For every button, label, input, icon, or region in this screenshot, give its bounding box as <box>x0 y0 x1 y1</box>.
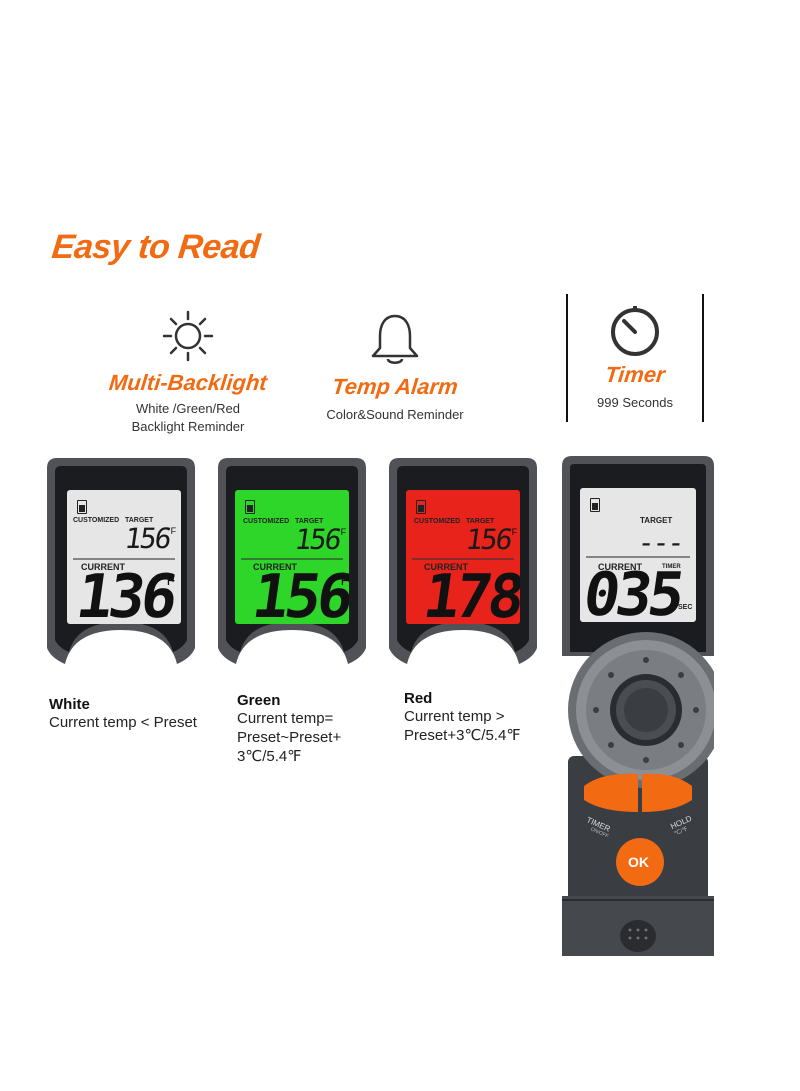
divider-right <box>702 294 704 422</box>
caption-body-green-3: 3℃/5.4℉ <box>237 748 302 765</box>
lcd-green: CUSTOMIZED TARGET 156 °F CURRENT 156 °F <box>235 490 349 624</box>
current-label: CURRENT <box>598 562 642 572</box>
ok-button[interactable]: OK <box>628 854 649 870</box>
target-label: TARGET <box>295 518 324 525</box>
caption-body-green-2: Preset~Preset+ <box>237 729 342 746</box>
lcd-separator <box>586 556 690 558</box>
current-label: CURRENT <box>424 562 468 572</box>
current-value: 035 <box>580 560 686 622</box>
battery-icon <box>590 498 600 512</box>
timer-device: TARGET --- CURRENT TIMER 035 SEC TIMER O… <box>562 456 714 956</box>
current-value: 156 <box>248 562 349 624</box>
feature-sub-backlight-2: Backlight Reminder <box>131 419 245 434</box>
sec-unit: SEC <box>678 604 693 611</box>
lcd-red: CUSTOMIZED TARGET 156 °F CURRENT 178 °F <box>406 490 520 624</box>
target-value: --- <box>635 526 685 559</box>
current-label: CURRENT <box>81 562 125 572</box>
target-unit: °F <box>337 527 347 537</box>
caption-title-green: Green <box>237 692 281 709</box>
target-value: 156 <box>122 522 172 555</box>
target-value: 156 <box>292 523 342 556</box>
feature-sub-backlight-1: White /Green/Red <box>135 401 241 416</box>
lcd-separator <box>73 558 175 560</box>
bell-icon <box>371 312 419 364</box>
battery-icon <box>416 500 426 514</box>
lcd-separator <box>412 558 514 560</box>
battery-icon <box>245 500 255 514</box>
caption-red: Red Current temp > Preset+3℃/5.4℉ <box>404 690 554 745</box>
feature-title-alarm: Temp Alarm <box>330 374 460 399</box>
target-unit: °F <box>508 527 518 537</box>
feature-title-backlight: Multi-Backlight <box>107 370 269 395</box>
target-label: TARGET <box>640 516 673 525</box>
caption-white: White Current temp < Preset <box>49 696 239 732</box>
caption-title-white: White <box>49 696 90 713</box>
customized-label: CUSTOMIZED <box>73 517 120 524</box>
display-white: CUSTOMIZED TARGET 156 °F CURRENT 136 °F <box>47 458 195 672</box>
current-unit: °F <box>161 572 176 588</box>
current-value: 178 <box>419 562 520 624</box>
feature-title-timer: Timer <box>603 362 667 387</box>
display-green: CUSTOMIZED TARGET 156 °F CURRENT 156 °F <box>218 458 366 672</box>
customized-label: CUSTOMIZED <box>414 518 461 525</box>
target-label: TARGET <box>125 517 154 524</box>
divider-left <box>566 294 568 422</box>
timer-icon <box>611 306 659 356</box>
caption-body-red-1: Current temp > <box>404 708 505 725</box>
caption-body-red-2: Preset+3℃/5.4℉ <box>404 727 521 744</box>
target-label: TARGET <box>466 518 495 525</box>
target-value: 156 <box>463 523 513 556</box>
sun-icon <box>162 310 214 362</box>
caption-title-red: Red <box>404 690 433 707</box>
target-unit: °F <box>167 526 177 536</box>
caption-body-green-1: Current temp= <box>237 710 334 727</box>
timer-label: TIMER <box>662 564 681 570</box>
display-red: CUSTOMIZED TARGET 156 °F CURRENT 178 °F <box>389 458 537 672</box>
feature-timer: Timer 999 Seconds <box>570 302 700 412</box>
current-unit: °F <box>335 572 349 588</box>
lcd-white: CUSTOMIZED TARGET 156 °F CURRENT 136 °F <box>67 490 181 624</box>
feature-sub-timer: 999 Seconds <box>597 395 673 410</box>
lcd-separator <box>241 558 343 560</box>
headline: Easy to Read <box>50 228 262 266</box>
current-label: CURRENT <box>253 562 297 572</box>
caption-body-white: Current temp < Preset <box>49 714 197 731</box>
caption-green: Green Current temp= Preset~Preset+ 3℃/5.… <box>237 692 387 766</box>
current-unit: °F <box>506 572 520 588</box>
lcd-timer: TARGET --- CURRENT TIMER 035 SEC <box>580 488 696 622</box>
feature-sub-alarm: Color&Sound Reminder <box>326 407 464 422</box>
feature-backlight: Multi-Backlight White /Green/Red Backlig… <box>100 306 276 436</box>
feature-alarm: Temp Alarm Color&Sound Reminder <box>310 310 480 424</box>
customized-label: CUSTOMIZED <box>243 518 290 525</box>
battery-icon <box>77 500 87 514</box>
